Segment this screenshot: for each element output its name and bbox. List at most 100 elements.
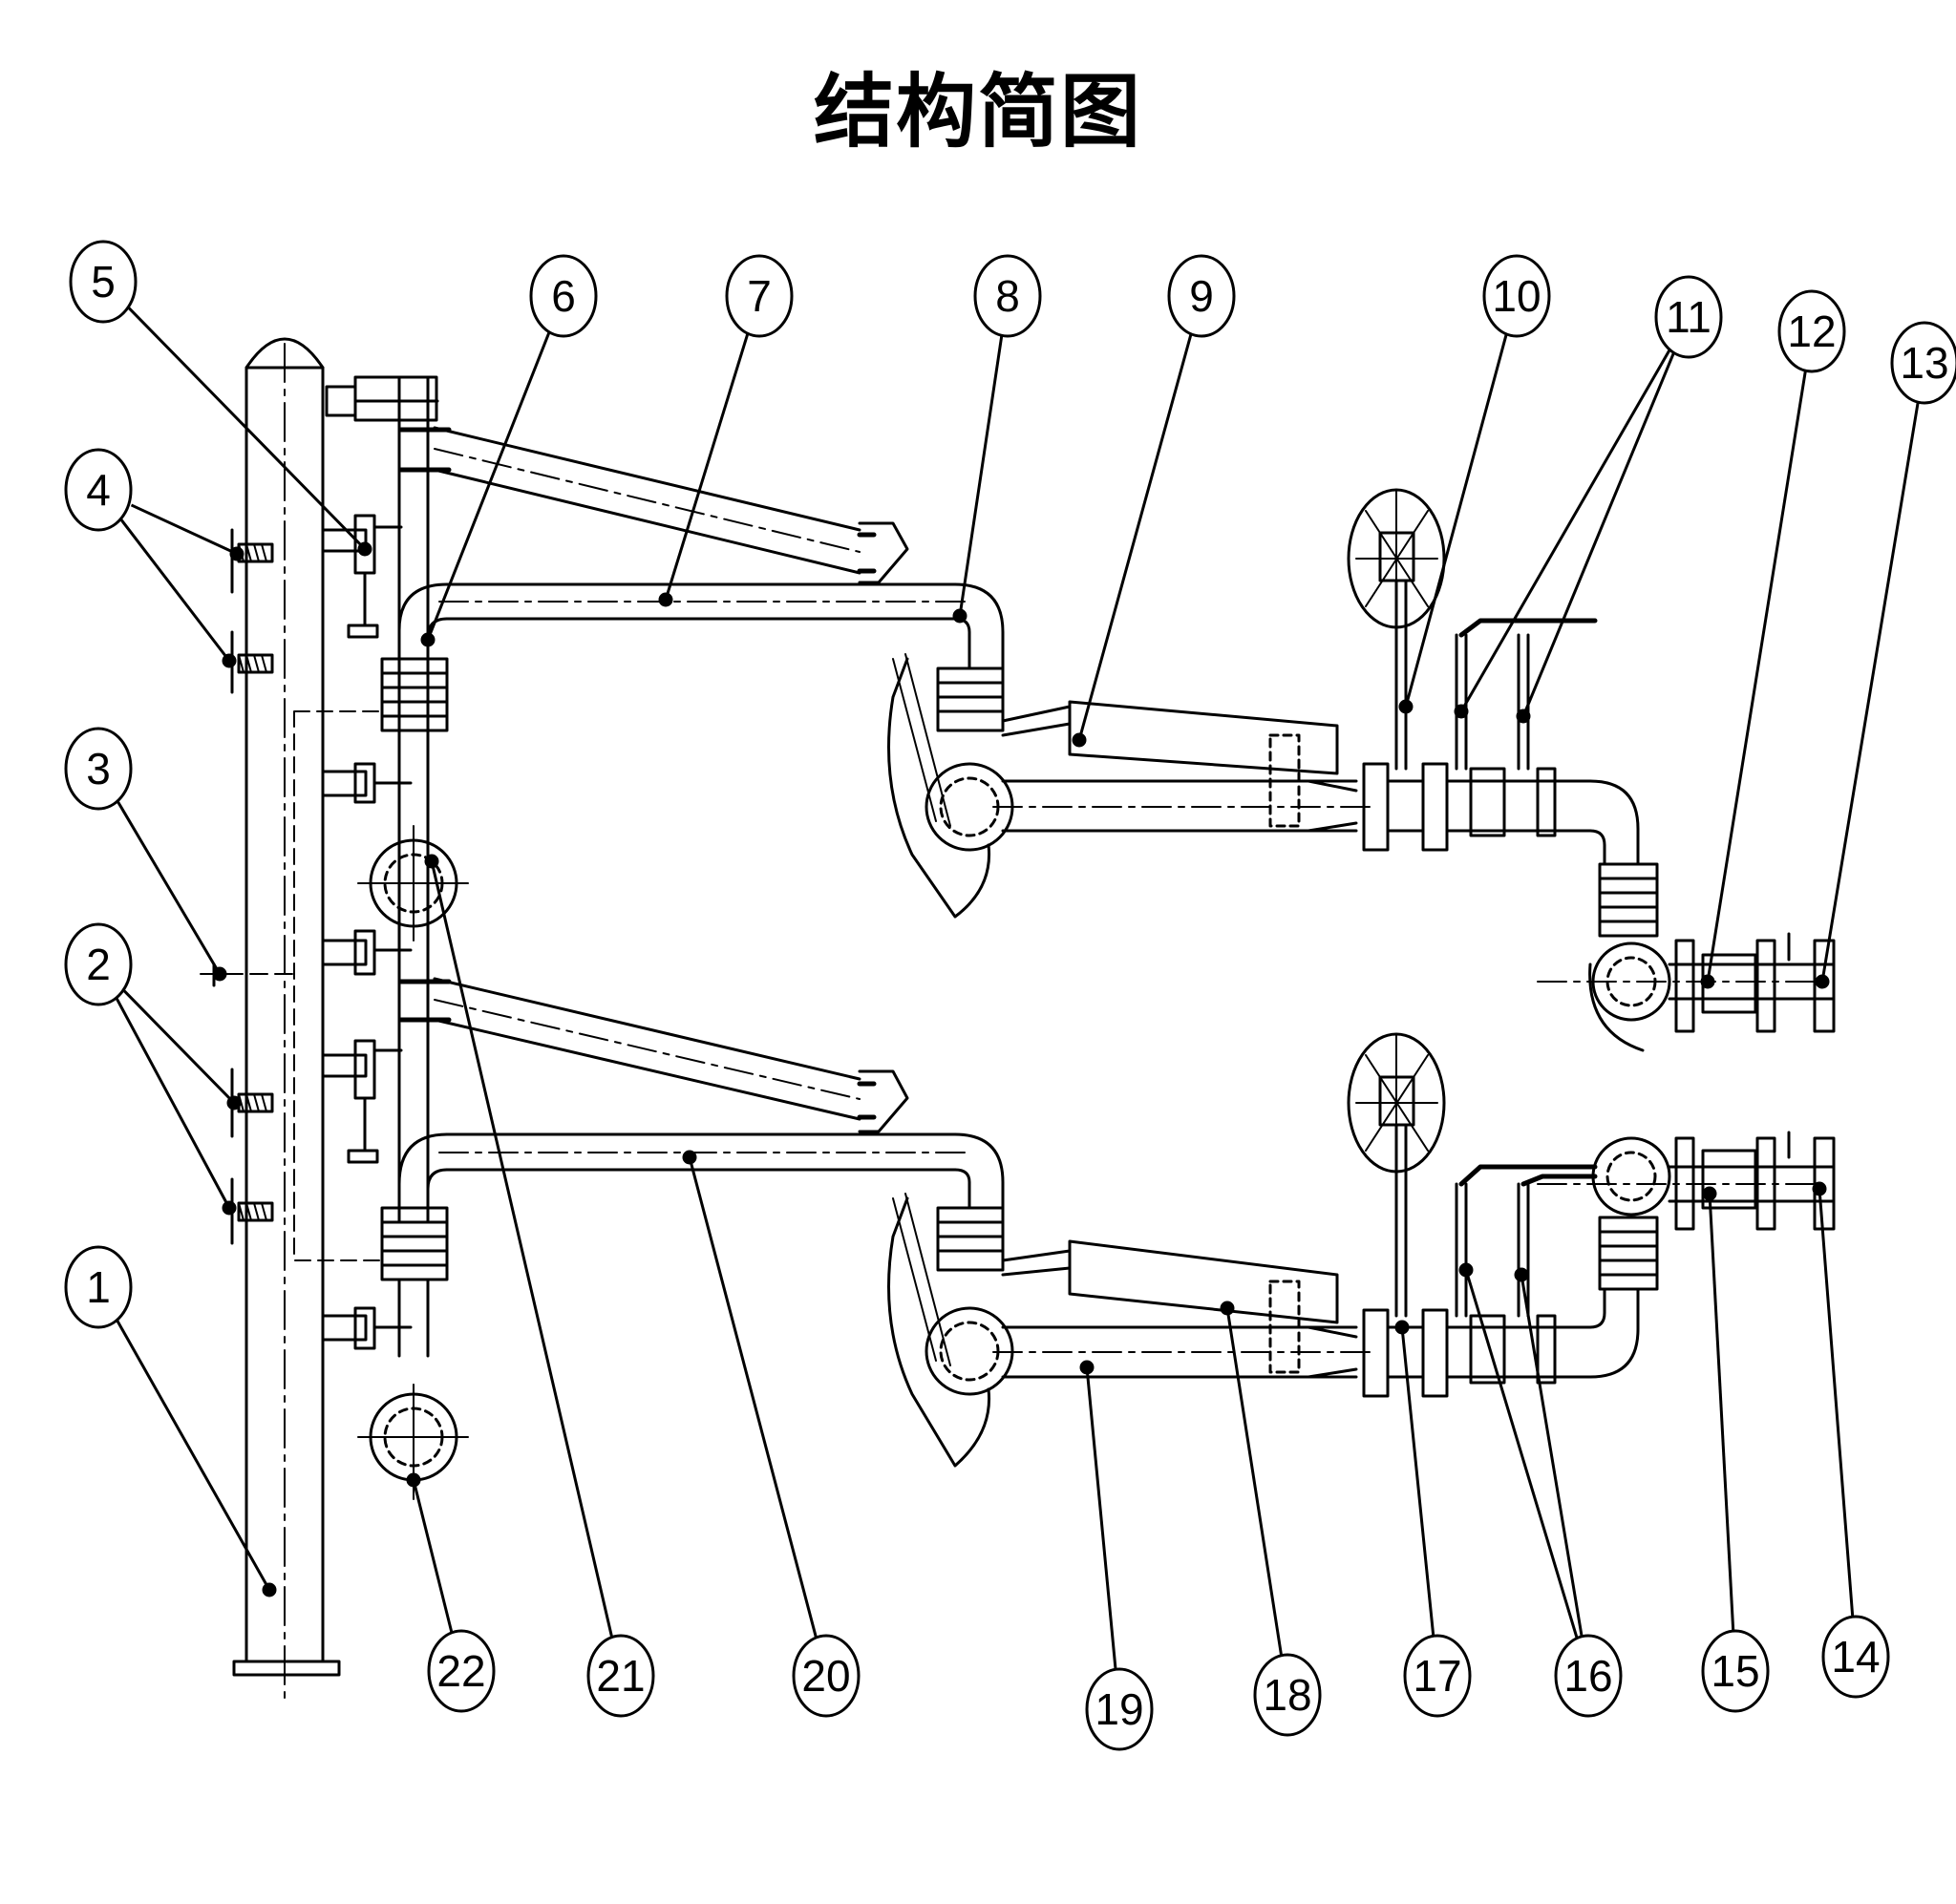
callout-circle (531, 256, 596, 336)
callout-anchor-dot (660, 594, 671, 605)
callout-circle (1823, 1617, 1888, 1697)
callout-13: 13 (1817, 323, 1956, 987)
callout-2: 2 (66, 924, 240, 1214)
callout-label: 9 (1189, 271, 1214, 321)
callout-label: 2 (86, 940, 111, 989)
callout-3: 3 (66, 729, 225, 980)
callout-label: 3 (86, 744, 111, 793)
callout-leader (428, 329, 550, 640)
callout-circle (1703, 1631, 1768, 1711)
callout-leader (1402, 1327, 1434, 1640)
riser-pipe (323, 377, 437, 1348)
callout-7: 7 (660, 256, 792, 605)
callout-label: 18 (1263, 1670, 1311, 1720)
callout-label: 8 (995, 271, 1020, 321)
callout-anchor-dot (1081, 1362, 1093, 1373)
callout-leader (1461, 349, 1670, 711)
callout-circle (429, 1631, 494, 1711)
callout-12: 12 (1702, 291, 1844, 987)
lower-loading-arm (358, 979, 1834, 1499)
callout-21: 21 (426, 856, 653, 1716)
callout-anchor-dot (223, 655, 235, 666)
callout-anchor-dot (1456, 706, 1467, 717)
callout-leader (117, 1319, 269, 1590)
callout-label: 1 (86, 1262, 111, 1312)
callout-1: 1 (66, 1247, 275, 1596)
callout-anchor-dot (422, 634, 434, 645)
lower-end-piping (1447, 1132, 1834, 1383)
callout-label: 10 (1492, 271, 1541, 321)
callout-leader (116, 996, 229, 1208)
callout-leader (120, 518, 229, 661)
lower-inner-arm (439, 1134, 1003, 1208)
column-bolts (232, 530, 272, 1243)
callout-label: 20 (801, 1651, 850, 1701)
callout-label: 11 (1666, 292, 1712, 342)
callout-leader (1710, 1194, 1733, 1635)
bracket-5-upper (323, 516, 401, 637)
callout-anchor-dot (1817, 976, 1828, 987)
callout-label: 15 (1711, 1646, 1759, 1696)
callout-circle (1087, 1669, 1152, 1749)
callout-leader (1079, 331, 1192, 740)
upper-outer-arm (993, 702, 1375, 831)
callout-leader (1819, 1189, 1853, 1620)
upper-swivel-joint (382, 584, 447, 730)
callout-circle (588, 1636, 653, 1716)
callout-leader (690, 1157, 817, 1640)
callout-19: 19 (1081, 1362, 1152, 1749)
callout-anchor-dot (214, 968, 225, 980)
bracket-bottom (323, 1308, 411, 1348)
callout-leader (1466, 1270, 1578, 1641)
callout-circle (1484, 256, 1549, 336)
callout-20: 20 (684, 1152, 859, 1716)
callout-anchor-dot (1702, 976, 1713, 987)
callout-leader (131, 505, 237, 554)
callout-label: 16 (1563, 1651, 1612, 1701)
callout-9: 9 (1074, 256, 1234, 746)
support-column (201, 339, 382, 1700)
callout-14: 14 (1814, 1183, 1888, 1697)
callout-15: 15 (1703, 1188, 1768, 1711)
callout-6: 6 (422, 256, 596, 645)
callout-anchor-dot (1460, 1264, 1472, 1276)
callout-circle (1892, 323, 1956, 403)
callout-label: 22 (436, 1646, 485, 1696)
callout-16: 16 (1460, 1264, 1621, 1716)
callout-10: 10 (1400, 256, 1549, 712)
callout-leader (1227, 1308, 1282, 1659)
callout-circle (1656, 277, 1721, 357)
callout-4: 4 (66, 450, 243, 666)
callout-18: 18 (1222, 1302, 1320, 1735)
callout-anchor-dot (426, 856, 437, 867)
callout-label: 5 (91, 257, 116, 307)
lower-pins (1456, 1167, 1595, 1316)
callout-label: 21 (596, 1651, 645, 1701)
upper-valve (1349, 490, 1447, 850)
bracket-top (327, 377, 437, 420)
callout-leader (1523, 350, 1674, 716)
callout-22: 22 (408, 1474, 494, 1711)
callout-anchor-dot (1222, 1302, 1233, 1314)
callout-leader (124, 990, 234, 1103)
callout-label: 17 (1413, 1651, 1461, 1701)
callout-label: 7 (747, 271, 772, 321)
callout-circle (1405, 1636, 1470, 1716)
callout-leader (960, 332, 1002, 616)
upper-link-rods (401, 428, 907, 582)
upper-inner-arm (439, 584, 1003, 668)
callout-anchor-dot (408, 1474, 419, 1486)
callout-anchor-dot (954, 610, 966, 622)
callout-anchor-dot (1074, 734, 1085, 746)
lower-link-rods (401, 979, 907, 1132)
callout-leader (117, 800, 220, 974)
callout-leader (432, 861, 612, 1640)
callout-leader (666, 330, 749, 600)
callout-leader (1087, 1367, 1116, 1673)
callout-circle (975, 256, 1040, 336)
upper-end-piping (1447, 769, 1834, 1050)
callout-11: 11 (1456, 277, 1721, 722)
callout-leader (1708, 368, 1806, 982)
callout-anchor-dot (684, 1152, 695, 1163)
